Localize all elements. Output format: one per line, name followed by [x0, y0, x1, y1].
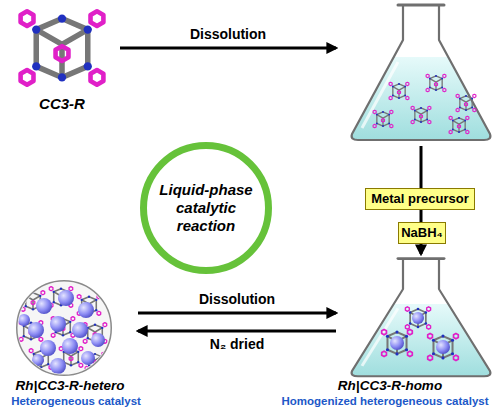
node-caption: Heterogeneous catalyst	[0, 394, 152, 408]
homo-catalyst: Rh|CC3-R-homoHomogenized heterogeneous c…	[348, 256, 494, 378]
reagent-box: Metal precursor	[365, 188, 475, 210]
outline-circle	[17, 281, 112, 376]
node-label: Metal precursor	[366, 189, 474, 209]
flask-homogenized	[352, 259, 491, 377]
reagent-box: NaBH₄	[398, 222, 446, 244]
arrow-label: Dissolution	[157, 291, 317, 308]
cage-molecule: CC3-R	[12, 2, 112, 94]
reaction-circle: Liquid-phase catalytic reaction	[140, 142, 272, 274]
hetero-particle	[17, 281, 111, 375]
process-arrow	[138, 330, 336, 333]
node-label: Rh|CC3-R-homo	[290, 378, 490, 394]
node-outline	[16, 280, 112, 376]
node-caption: Homogenized heterogeneous catalyst	[135, 394, 500, 408]
hetero-catalyst: Rh|CC3-R-heteroHeterogeneous catalyst	[16, 280, 112, 376]
node-label: NaBH₄	[399, 223, 445, 243]
node-label: CC3-R	[12, 95, 112, 113]
arrow-label: Dissolution	[148, 26, 308, 43]
process-arrow	[120, 47, 336, 50]
outline-circle	[144, 146, 269, 271]
cage-molecule	[21, 11, 104, 85]
process-arrow	[138, 312, 336, 315]
flask	[348, 2, 494, 142]
node-label: Rh|CC3-R-hetero	[0, 378, 140, 394]
arrow-label: N₂ dried	[157, 336, 317, 353]
flask-dissolved	[352, 5, 491, 140]
node-label: Liquid-phase catalytic reaction	[156, 181, 256, 235]
